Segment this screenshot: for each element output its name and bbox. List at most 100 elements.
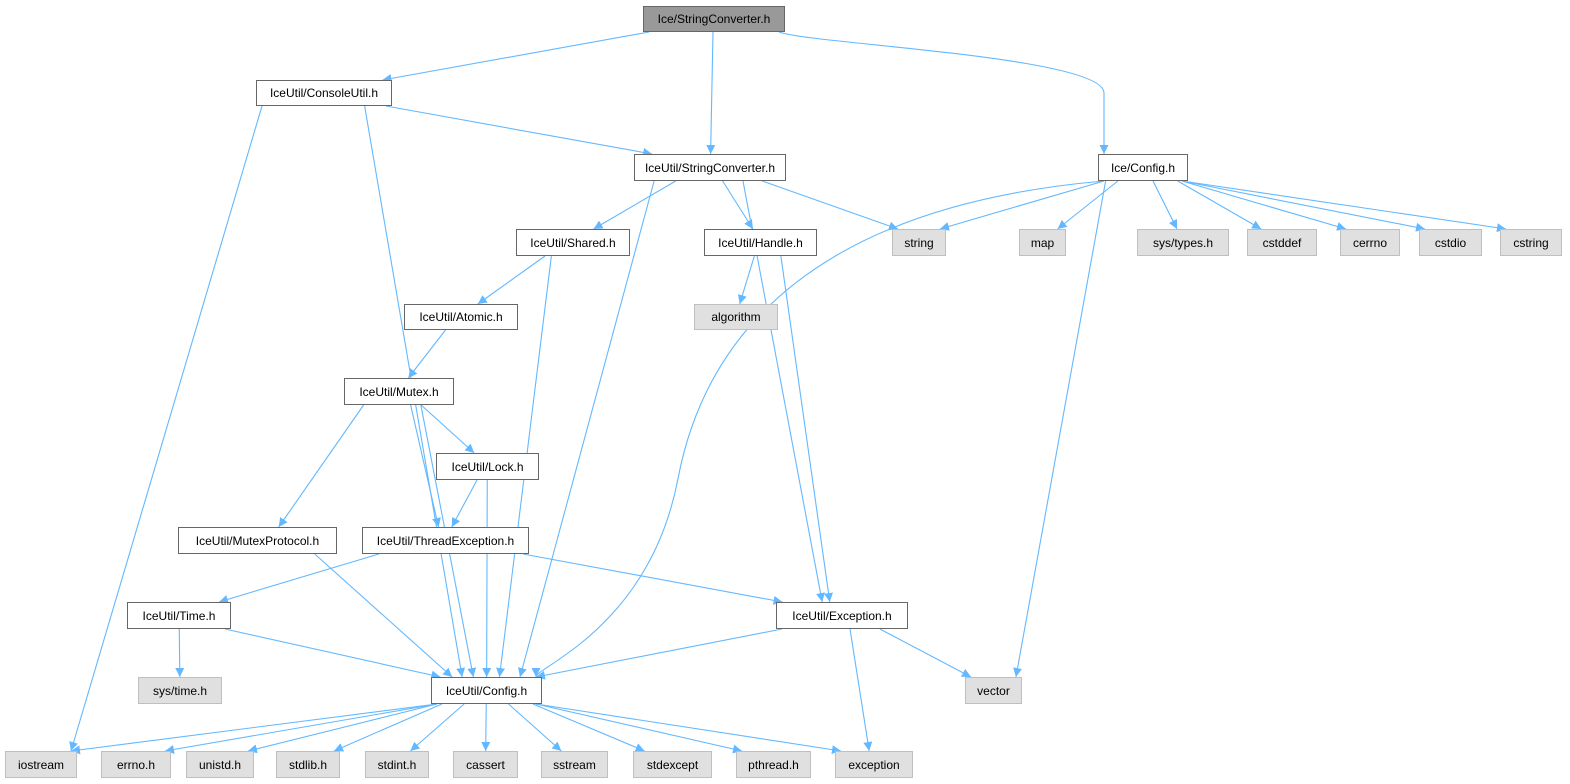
node-shared[interactable]: IceUtil/Shared.h [516, 229, 630, 256]
node-label: Ice/StringConverter.h [657, 12, 771, 26]
node-label: errno.h [116, 757, 156, 772]
edge-exception-to-iu_config [535, 628, 783, 680]
node-label: IceUtil/Handle.h [718, 235, 803, 250]
node-label: IceUtil/MutexProtocol.h [195, 533, 320, 548]
node-label: stdint.h [377, 757, 417, 772]
node-cassert: cassert [453, 751, 518, 778]
edge-time-to-iu_config [224, 628, 441, 680]
node-label: IceUtil/Config.h [445, 683, 528, 698]
edge-ice_config-to-cstring [1181, 180, 1507, 233]
node-std-exception: exception [835, 751, 913, 778]
node-label: IceUtil/Atomic.h [419, 310, 503, 324]
edge-ice_config-to-string [939, 180, 1105, 231]
edge-threadexc-to-time [218, 553, 380, 604]
edge-iu_config-to-std_exception [535, 703, 842, 755]
node-label: sys/time.h [152, 683, 207, 698]
edge-root-to-consoleutil [382, 31, 650, 83]
node-unistd: unistd.h [186, 751, 254, 778]
node-label: vector [977, 683, 1010, 698]
node-time[interactable]: IceUtil/Time.h [127, 602, 231, 629]
edge-exception-to-vector [879, 628, 972, 678]
edge-handle-to-exception [780, 255, 833, 603]
edge-lock-to-threadexc [451, 479, 478, 528]
node-handle[interactable]: IceUtil/Handle.h [704, 229, 817, 256]
node-cerrno: cerrno [1340, 229, 1400, 256]
node-vector: vector [965, 677, 1022, 704]
edge-ice_config-to-map [1057, 180, 1119, 230]
edge-ice_config-to-systypes [1152, 180, 1178, 230]
node-stdint: stdint.h [365, 751, 429, 778]
edge-ice_config-to-iu_config [531, 180, 1105, 678]
edge-root-to-ice_config [778, 31, 1109, 154]
node-exception[interactable]: IceUtil/Exception.h [776, 602, 908, 629]
node-label: cstddef [1262, 235, 1302, 250]
edge-mutexprotocol-to-iu_config [314, 553, 453, 678]
edge-ice_config-to-vector [1013, 180, 1107, 678]
node-mutexprotocol[interactable]: IceUtil/MutexProtocol.h [178, 527, 337, 554]
edge-atomic-to-mutex [407, 329, 446, 379]
node-root[interactable]: Ice/StringConverter.h [643, 6, 785, 32]
edge-mutex-to-mutexprotocol [278, 404, 365, 528]
node-label: IceUtil/Mutex.h [359, 384, 439, 399]
node-cstring: cstring [1500, 229, 1562, 256]
edge-consoleutil-to-iu_strconv [385, 105, 653, 157]
edge-ice_config-to-cerrno [1181, 180, 1347, 231]
edge-iu_config-to-stdlib [333, 703, 443, 752]
node-label: algorithm [711, 310, 761, 324]
node-label: stdlib.h [288, 757, 328, 772]
node-label: unistd.h [198, 757, 242, 772]
node-threadexc[interactable]: IceUtil/ThreadException.h [362, 527, 529, 554]
node-label: IceUtil/Exception.h [792, 608, 892, 623]
node-map: map [1019, 229, 1066, 256]
edge-time-to-systime [175, 628, 185, 678]
node-label: IceUtil/ThreadException.h [376, 533, 515, 548]
node-algorithm: algorithm [694, 304, 778, 330]
node-label: pthread.h [748, 757, 799, 772]
edge-iu_config-to-errno [164, 703, 438, 754]
edge-iu_config-to-pthread [535, 703, 743, 754]
node-atomic[interactable]: IceUtil/Atomic.h [404, 304, 518, 330]
edge-ice_config-to-cstdio [1181, 180, 1426, 232]
node-iu-config[interactable]: IceUtil/Config.h [431, 677, 542, 704]
node-label: IceUtil/Lock.h [451, 459, 524, 474]
node-label: IceUtil/StringConverter.h [644, 160, 776, 175]
edge-iu_config-to-sstream [508, 703, 562, 752]
node-label: cerrno [1352, 235, 1387, 250]
node-lock[interactable]: IceUtil/Lock.h [436, 453, 539, 480]
edge-threadexc-to-exception [522, 553, 783, 605]
node-label: stdexcept [646, 757, 699, 772]
node-iostream: iostream [5, 751, 77, 778]
node-ice-config[interactable]: Ice/Config.h [1098, 154, 1188, 181]
node-iu-strconv[interactable]: IceUtil/StringConverter.h [634, 154, 786, 181]
edge-iu_strconv-to-string [762, 180, 899, 231]
edge-consoleutil-to-iostream [69, 105, 263, 752]
node-stdlib: stdlib.h [276, 751, 340, 778]
node-mutex[interactable]: IceUtil/Mutex.h [344, 378, 454, 405]
node-label: sys/types.h [1152, 235, 1214, 250]
node-stdexcept: stdexcept [633, 751, 712, 778]
edge-mutex-to-lock [420, 404, 475, 454]
node-label: sstream [553, 757, 596, 772]
node-label: IceUtil/ConsoleUtil.h [269, 86, 379, 100]
node-string: string [892, 229, 946, 256]
edge-shared-to-atomic [477, 255, 546, 305]
edge-ice_config-to-cstddef [1177, 180, 1262, 230]
edge-mutex-to-threadexc [410, 404, 441, 528]
edge-iu_strconv-to-handle [722, 180, 754, 230]
edge-iu_config-to-cassert [481, 703, 491, 752]
node-label: IceUtil/Time.h [142, 608, 216, 623]
edge-lock-to-iu_config [482, 479, 492, 678]
node-errno: errno.h [101, 751, 171, 778]
node-label: exception [848, 757, 900, 772]
edge-iu_config-to-unistd [247, 703, 438, 754]
node-systypes: sys/types.h [1137, 229, 1229, 256]
node-consoleutil[interactable]: IceUtil/ConsoleUtil.h [256, 80, 392, 106]
node-cstdio: cstdio [1419, 229, 1482, 256]
edge-iu_config-to-iostream [70, 703, 438, 755]
edge-iu_strconv-to-shared [593, 180, 677, 230]
node-pthread: pthread.h [736, 751, 811, 778]
node-systime: sys/time.h [138, 677, 222, 704]
node-sstream: sstream [541, 751, 608, 778]
edge-iu_config-to-stdexcept [532, 703, 645, 752]
